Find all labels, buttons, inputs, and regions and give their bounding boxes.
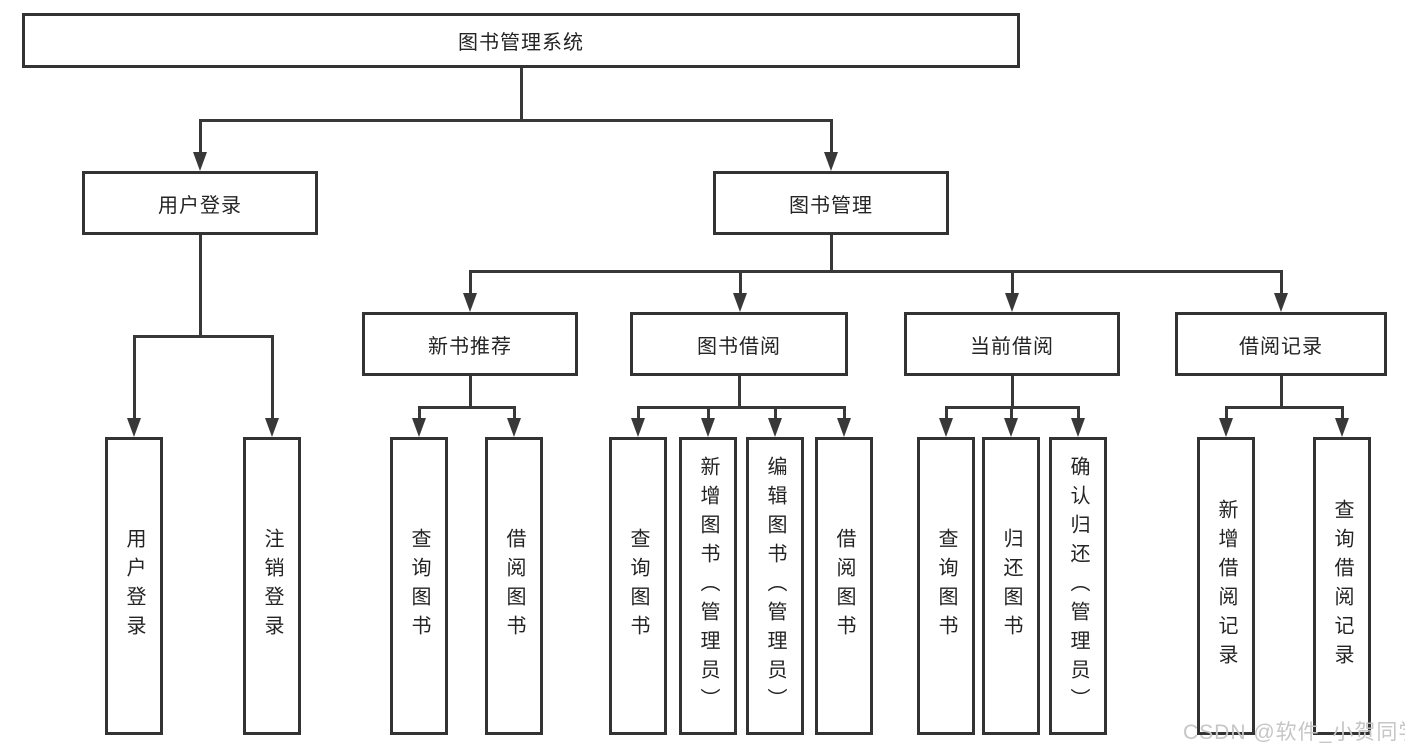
arrow-down-icon: [1004, 418, 1018, 437]
connector-module-stem: [1280, 376, 1283, 409]
connector-to-leaf: [1010, 406, 1013, 420]
leaf-label: 归还图书: [1000, 528, 1022, 644]
leaf-return-books: 归还图书: [982, 437, 1040, 735]
connector-to-leaf: [133, 335, 136, 420]
arrow-down-icon: [463, 293, 477, 312]
connector-to-leaf: [1077, 406, 1080, 420]
leaf-label: 查询借阅记录: [1331, 499, 1353, 673]
node-user-login: 用户登录: [82, 171, 318, 235]
leaf-add-books-admin: 新增图书（管理员）: [679, 437, 737, 735]
arrow-down-icon: [631, 418, 645, 437]
arrow-down-icon: [193, 152, 207, 171]
connector-to-module: [469, 270, 472, 296]
arrow-down-icon: [733, 293, 747, 312]
node-book-management: 图书管理: [713, 171, 949, 235]
connector-to-leaf: [637, 406, 640, 420]
connector-to-leaf: [513, 406, 516, 420]
leaf-label: 编辑图书（管理员）: [764, 455, 786, 717]
leaf-query-borrow-record: 查询借阅记录: [1313, 437, 1371, 735]
arrow-down-icon: [768, 418, 782, 437]
leaf-label: 查询图书: [408, 528, 430, 644]
arrow-down-icon: [1005, 293, 1019, 312]
leaf-label: 确认归还（管理员）: [1067, 455, 1089, 717]
arrow-down-icon: [1219, 418, 1233, 437]
leaf-label: 新增借阅记录: [1215, 499, 1237, 673]
arrow-down-icon: [1335, 418, 1349, 437]
leaf-label: 查询图书: [627, 528, 649, 644]
leaf-label: 查询图书: [935, 528, 957, 644]
leaf-confirm-return-admin: 确认归还（管理员）: [1049, 437, 1107, 735]
connector-book-mgmt-stem: [830, 235, 833, 273]
connector-to-leaf: [707, 406, 710, 420]
connector-to-leaf: [945, 406, 948, 420]
leaf-user-login: 用户登录: [105, 437, 163, 735]
arrow-down-icon: [127, 418, 141, 437]
watermark: CSDN @软件_小贺同学: [1183, 721, 1405, 744]
connector-to-module: [1011, 270, 1014, 296]
arrow-down-icon: [1071, 418, 1085, 437]
node-new-book-recommend: 新书推荐: [362, 312, 578, 376]
leaf-add-borrow-record: 新增借阅记录: [1197, 437, 1255, 735]
leaf-label: 用户登录: [123, 528, 145, 644]
leaf-edit-books-admin: 编辑图书（管理员）: [746, 437, 804, 735]
leaf-query-books: 查询图书: [609, 437, 667, 735]
leaf-borrow-books: 借阅图书: [485, 437, 543, 735]
connector-user-login-stem: [199, 235, 202, 338]
connector-to-leaf: [271, 335, 274, 420]
connector-to-leaf: [1341, 406, 1344, 420]
connector-module-stem: [1011, 376, 1014, 409]
connector-to-leaf: [418, 406, 421, 420]
connector-to-leaf: [843, 406, 846, 420]
leaf-label: 借阅图书: [503, 528, 525, 644]
leaf-query-books: 查询图书: [917, 437, 975, 735]
leaf-label: 注销登录: [261, 528, 283, 644]
node-current-borrow: 当前借阅: [904, 312, 1120, 376]
arrow-down-icon: [1274, 293, 1288, 312]
arrow-down-icon: [265, 418, 279, 437]
leaf-label: 新增图书（管理员）: [697, 455, 719, 717]
arrow-down-icon: [412, 418, 426, 437]
arrow-down-icon: [824, 152, 838, 171]
connector-to-user-login: [199, 119, 202, 155]
arrow-down-icon: [507, 418, 521, 437]
connector-book-mgmt-split: [469, 270, 1282, 273]
connector-to-leaf: [1225, 406, 1228, 420]
leaf-logout: 注销登录: [243, 437, 301, 735]
leaf-borrow-books: 借阅图书: [815, 437, 873, 735]
connector-to-leaf: [774, 406, 777, 420]
connector-module-stem: [738, 376, 741, 409]
node-borrow-records: 借阅记录: [1175, 312, 1387, 376]
connector-module-stem: [469, 376, 472, 409]
connector-root-split: [199, 119, 832, 122]
connector-to-module: [1280, 270, 1283, 296]
arrow-down-icon: [701, 418, 715, 437]
connector-module-split: [418, 406, 515, 409]
leaf-query-books: 查询图书: [390, 437, 448, 735]
connector-user-login-split: [133, 335, 273, 338]
connector-root-stem: [520, 68, 523, 121]
node-book-borrow: 图书借阅: [630, 312, 848, 376]
arrow-down-icon: [837, 418, 851, 437]
arrow-down-icon: [939, 418, 953, 437]
connector-module-split: [637, 406, 845, 409]
node-root-system: 图书管理系统: [22, 13, 1020, 68]
connector-to-module: [739, 270, 742, 296]
connector-module-split: [1225, 406, 1343, 409]
leaf-label: 借阅图书: [833, 528, 855, 644]
connector-to-book-mgmt: [830, 119, 833, 155]
